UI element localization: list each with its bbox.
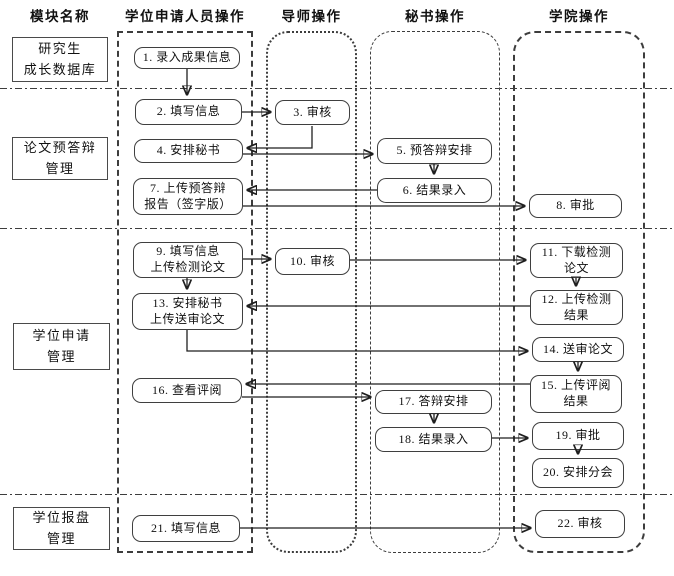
lane-applicant-operations (117, 31, 253, 553)
flow-node-2: 2. 填写信息 (135, 99, 242, 125)
flow-node-16: 16. 查看评阅 (132, 378, 242, 403)
flow-node-15: 15. 上传评阅 结果 (530, 375, 622, 413)
flow-node-18: 18. 结果录入 (375, 427, 492, 452)
flow-node-11: 11. 下载检测 论文 (530, 243, 623, 278)
module-box-growth-database: 研究生 成长数据库 (12, 37, 108, 82)
flow-node-17: 17. 答辩安排 (375, 390, 492, 414)
column-header-module-name: 模块名称 (30, 9, 90, 24)
flow-node-6: 6. 结果录入 (377, 178, 492, 203)
flow-node-5: 5. 预答辩安排 (377, 138, 492, 164)
flow-node-13: 13. 安排秘书 上传送审论文 (132, 293, 243, 330)
row-divider-3 (0, 494, 674, 496)
column-header-college-ops: 学院操作 (549, 9, 609, 24)
module-box-degree-report: 学位报盘 管理 (13, 507, 110, 550)
lane-secretary-operations (370, 31, 500, 553)
column-header-applicant-ops: 学位申请人员操作 (125, 9, 245, 24)
flow-node-19: 19. 审批 (532, 422, 624, 450)
flow-node-14: 14. 送审论文 (532, 337, 624, 362)
flow-node-3: 3. 审核 (275, 100, 350, 125)
row-divider-2 (0, 228, 674, 230)
column-header-secretary-ops: 秘书操作 (405, 9, 465, 24)
row-divider-1 (0, 88, 674, 90)
flow-node-7: 7. 上传预答辩 报告（签字版） (133, 178, 243, 215)
flow-node-12: 12. 上传检测 结果 (530, 290, 623, 325)
column-header-advisor-ops: 导师操作 (281, 9, 342, 24)
flow-node-4: 4. 安排秘书 (134, 139, 243, 163)
flow-node-8: 8. 审批 (529, 194, 622, 218)
flow-node-1: 1. 录入成果信息 (134, 47, 240, 69)
flow-node-9: 9. 填写信息 上传检测论文 (133, 242, 243, 278)
lane-college-operations (513, 31, 645, 553)
module-box-predefense-mgmt: 论文预答辩 管理 (12, 137, 108, 180)
flow-node-20: 20. 安排分会 (532, 458, 624, 488)
flow-node-21: 21. 填写信息 (132, 515, 240, 542)
flow-node-22: 22. 审核 (535, 510, 625, 538)
lane-advisor-operations (266, 31, 357, 553)
flow-node-10: 10. 审核 (275, 248, 350, 275)
module-box-degree-application: 学位申请 管理 (13, 323, 110, 370)
